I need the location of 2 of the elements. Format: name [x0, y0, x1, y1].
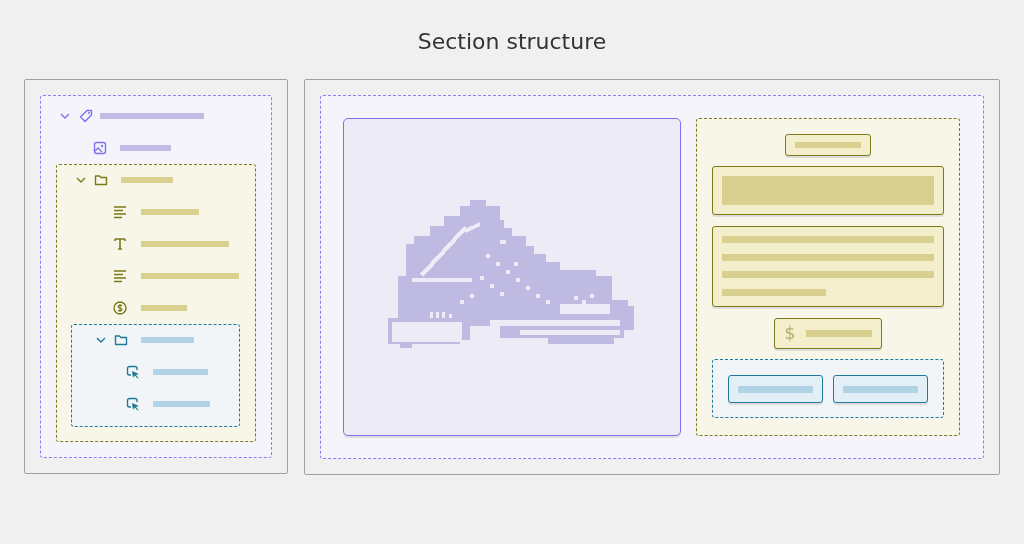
- currency-symbol: $: [783, 322, 797, 344]
- title: Section structure: [416, 28, 608, 56]
